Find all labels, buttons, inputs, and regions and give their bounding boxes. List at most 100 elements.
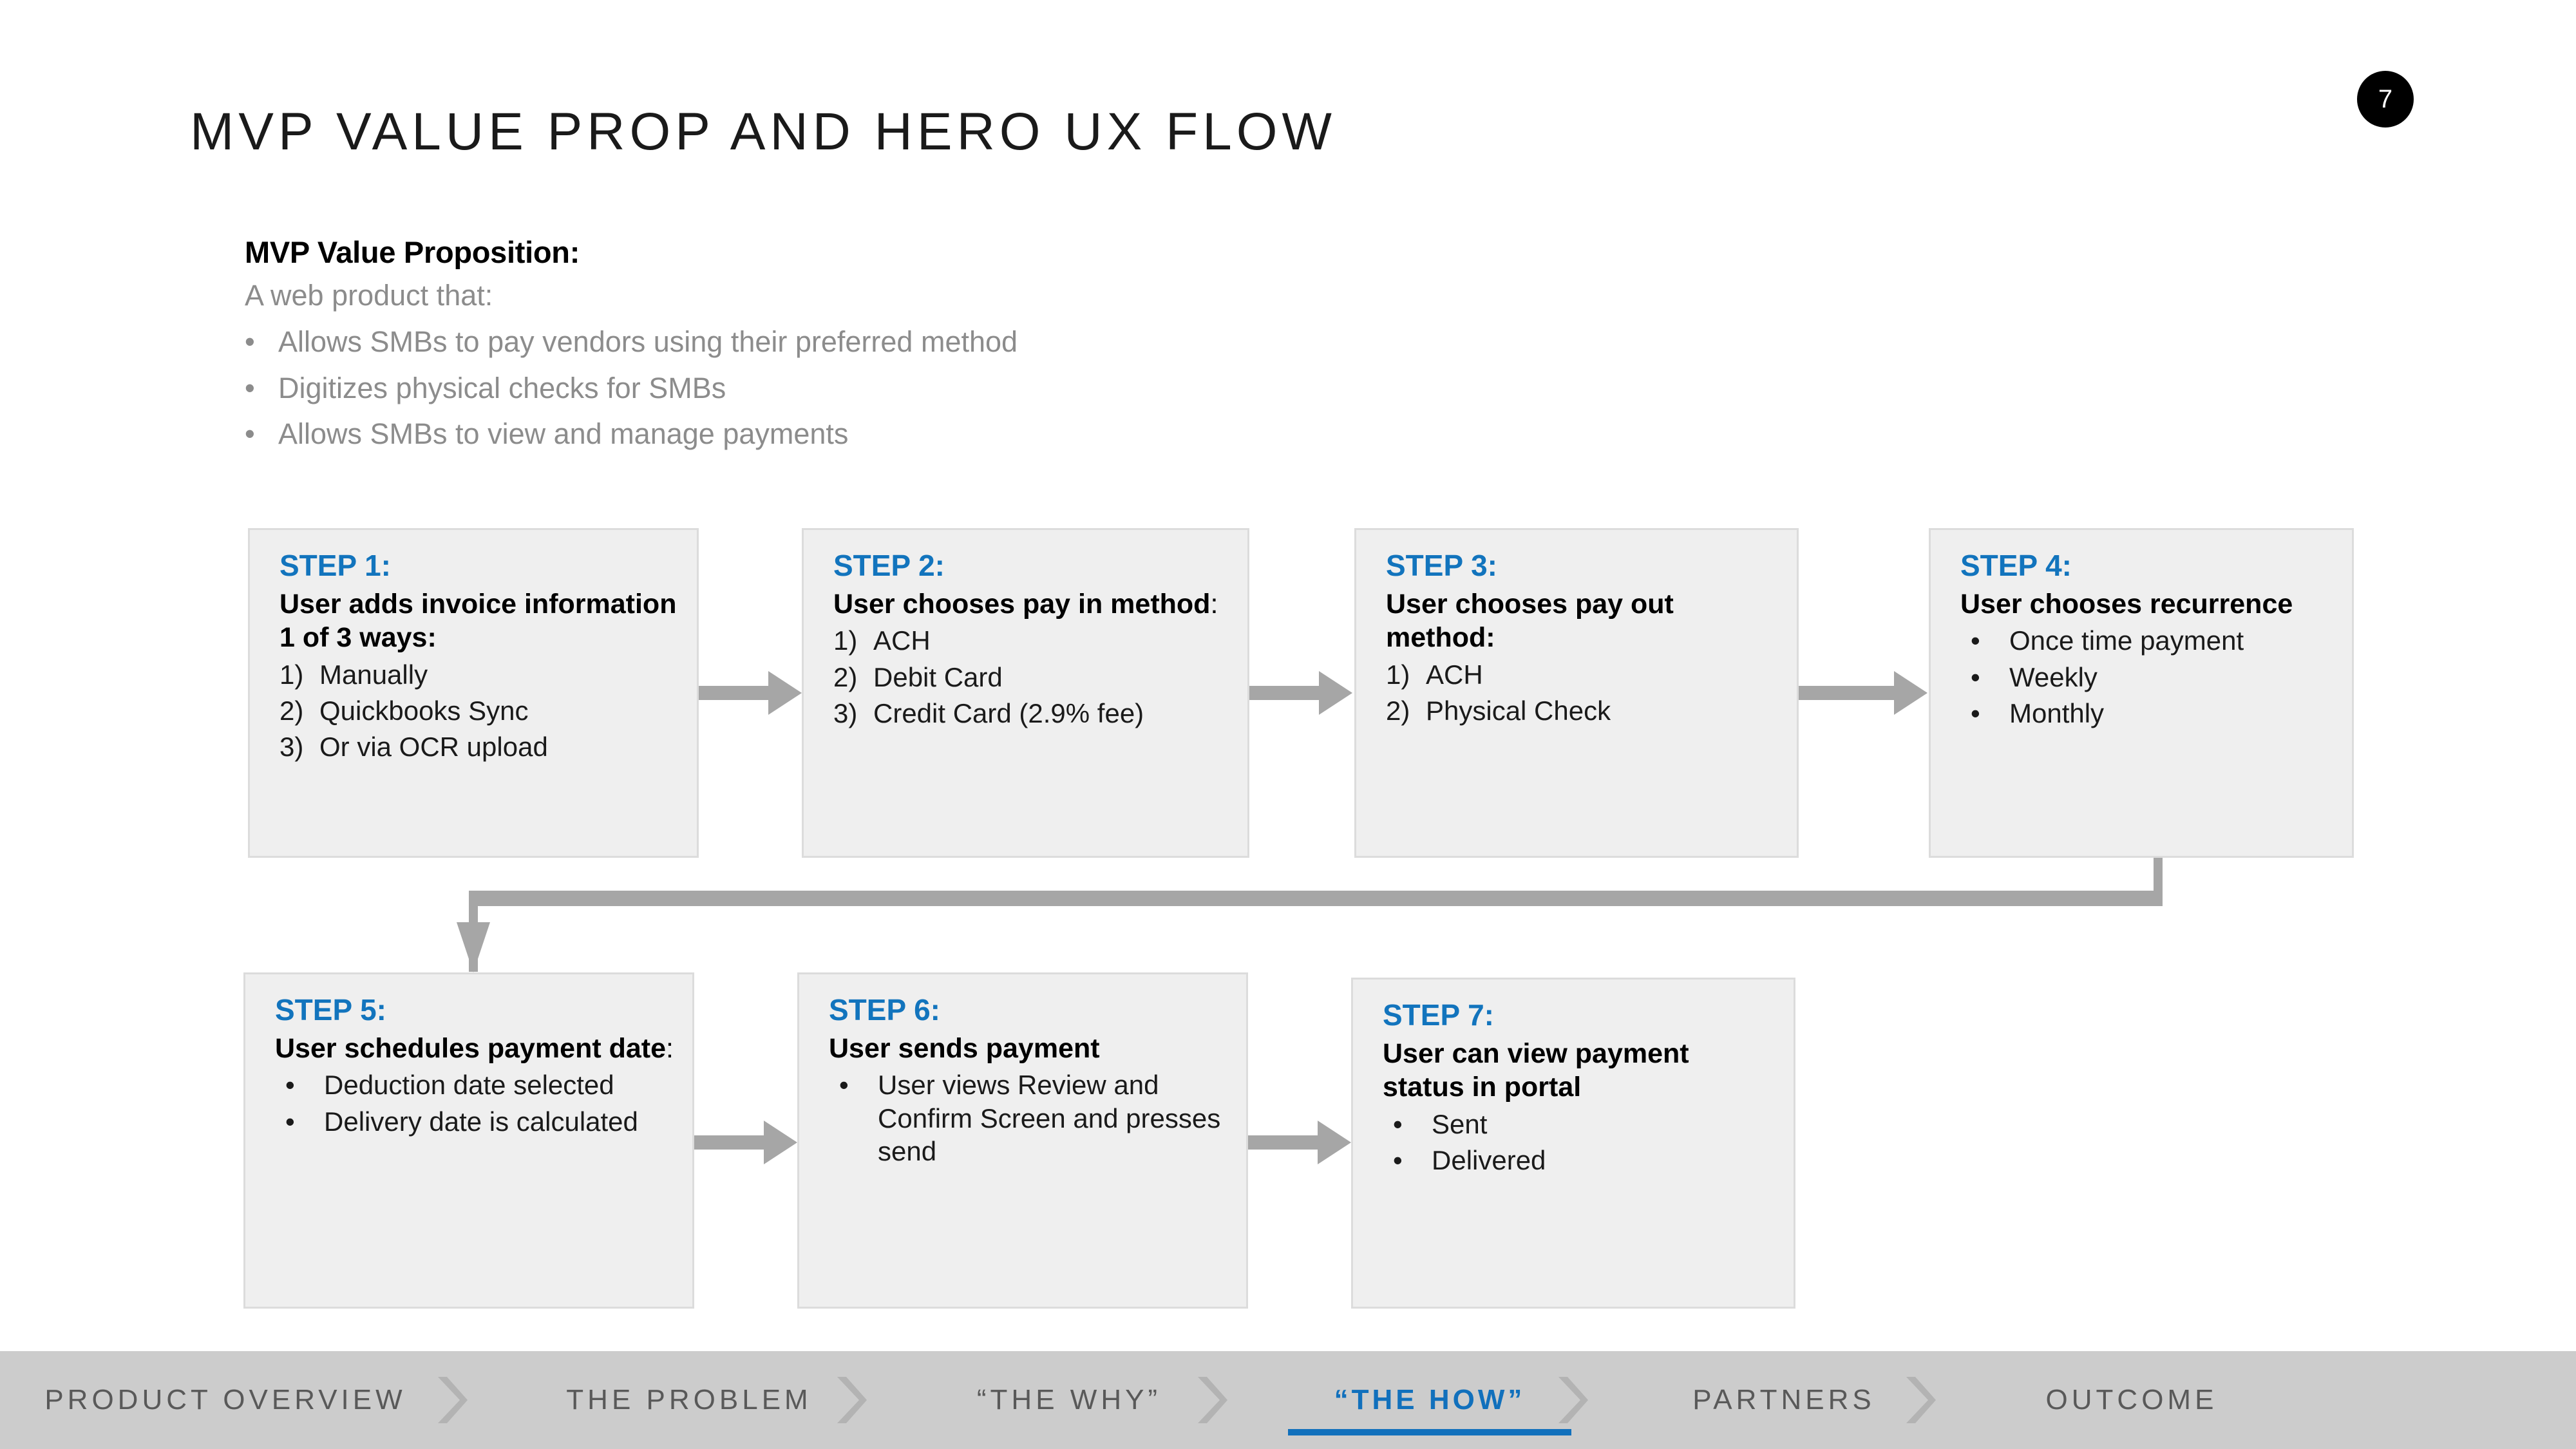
list-item: 1) Manually xyxy=(279,658,697,691)
arrow-head-icon xyxy=(1894,671,1927,715)
nav-item-outcome[interactable]: OUTCOME xyxy=(1996,1384,2267,1416)
bullet-icon: • xyxy=(285,1070,295,1101)
list-marker: 1) xyxy=(279,659,304,690)
list-item: 3)Credit Card (2.9% fee) xyxy=(833,697,1247,730)
nav-item-product-overview[interactable]: PRODUCT OVERVIEW xyxy=(0,1384,451,1416)
list-item: • Sent xyxy=(1383,1108,1794,1141)
bullet-text: Digitizes physical checks for SMBs xyxy=(278,371,726,404)
step-7-heading: STEP 7: xyxy=(1383,998,1494,1032)
step-1-list: 1) Manually 2)Quickbooks Sync 3) Or via OC… xyxy=(279,658,697,764)
step-box-7: STEP 7: User can view payment status in … xyxy=(1351,978,1795,1309)
list-marker: 2) xyxy=(833,661,858,692)
list-item: 2) Debit Card xyxy=(833,661,1247,694)
nav-label: OUTCOME xyxy=(2045,1384,2218,1416)
list-item: 2)Quickbooks Sync xyxy=(279,694,697,727)
step-6-title-text: User sends payment xyxy=(829,1032,1100,1064)
step-2-title-colon: : xyxy=(1210,588,1218,620)
step-box-2: STEP 2: User chooses pay in method: 1) AC… xyxy=(802,528,1249,858)
step-box-4: STEP 4: User chooses recurrence •Once ti… xyxy=(1929,528,2354,858)
page-number-badge: 7 xyxy=(2357,71,2414,128)
page-title: MVP VALUE PROP AND HERO UX FLOW xyxy=(190,102,1336,161)
list-item: •Once time payment xyxy=(1960,624,2352,657)
arrow-step3-to-step4 xyxy=(1799,686,1894,700)
connector-step4-vertical xyxy=(2154,858,2163,900)
step-box-1: STEP 1: User adds invoice information 1 … xyxy=(248,528,699,858)
bottom-navigation-bar: PRODUCT OVERVIEW THE PROBLEM “THE WHY” “… xyxy=(0,1351,2576,1449)
list-marker: 3) xyxy=(279,732,304,762)
step-box-6: STEP 6: User sends payment •User views R… xyxy=(797,972,1248,1309)
step-1-title-text: User adds invoice information 1 of 3 way… xyxy=(279,588,677,654)
arrow-step5-to-step6 xyxy=(694,1135,764,1150)
bullet-icon: • xyxy=(245,371,255,404)
step-5-heading: STEP 5: xyxy=(275,993,386,1027)
list-item-text: Monthly xyxy=(2009,697,2105,728)
arrow-step1-to-step2 xyxy=(699,686,771,700)
list-item-text: Sent xyxy=(1432,1108,1488,1139)
list-item-text: Quickbooks Sync xyxy=(319,696,529,726)
step-box-5: STEP 5: User schedules payment date: •De… xyxy=(243,972,694,1309)
nav-item-the-problem[interactable]: THE PROBLEM xyxy=(528,1384,850,1416)
bullet-icon: • xyxy=(1393,1145,1403,1176)
step-5-list: • Deduction date selected •Delivery date … xyxy=(275,1068,692,1137)
list-item: 1) ACH xyxy=(833,624,1247,657)
nav-label: PRODUCT OVERVIEW xyxy=(44,1384,406,1416)
arrow-head-icon xyxy=(1318,1121,1351,1164)
list-marker: 1) xyxy=(833,625,858,656)
arrow-head-icon xyxy=(768,671,802,715)
list-item: •Monthly xyxy=(1960,697,2352,730)
nav-item-the-how[interactable]: “THE HOW” xyxy=(1288,1384,1571,1435)
step-5-title: User schedules payment date: xyxy=(275,1032,692,1065)
step-5-title-colon: : xyxy=(666,1032,674,1064)
arrow-head-icon xyxy=(457,922,490,972)
arrow-step2-to-step3 xyxy=(1249,686,1320,700)
list-item-text: Manually xyxy=(319,659,428,690)
step-4-title-text: User chooses recurrence xyxy=(1960,588,2293,620)
list-item-text: User views Review and Confirm Screen and… xyxy=(878,1070,1221,1166)
nav-label: “THE HOW” xyxy=(1334,1384,1526,1416)
list-item-text: Delivered xyxy=(1432,1145,1546,1176)
list-item: 1)ACH xyxy=(1386,658,1797,691)
bullet-text: Allows SMBs to view and manage payments xyxy=(278,417,849,451)
nav-item-partners[interactable]: PARTNERS xyxy=(1649,1384,1919,1416)
step-6-heading: STEP 6: xyxy=(829,993,940,1027)
bullet-icon: • xyxy=(245,325,255,358)
nav-item-the-why[interactable]: “THE WHY” xyxy=(927,1384,1211,1416)
arrow-head-icon xyxy=(764,1121,797,1164)
step-1-title: User adds invoice information 1 of 3 way… xyxy=(279,587,697,655)
list-item-text: Credit Card (2.9% fee) xyxy=(873,697,1144,728)
list-item-text: ACH xyxy=(873,625,931,656)
connector-step4-horizontal xyxy=(469,891,2163,906)
nav-label: “THE WHY” xyxy=(976,1384,1162,1416)
nav-label: THE PROBLEM xyxy=(566,1384,812,1416)
list-item-text: Deduction date selected xyxy=(324,1070,614,1101)
list-item: •Delivery date is calculated xyxy=(275,1105,692,1138)
value-proposition-bullet: • Allows SMBs to pay vendors using their… xyxy=(245,325,1533,359)
step-6-list: •User views Review and Confirm Screen an… xyxy=(829,1068,1246,1168)
list-marker: 2) xyxy=(1386,696,1410,726)
bullet-text: Allows SMBs to pay vendors using their p… xyxy=(278,325,1018,358)
list-item-text: Physical Check xyxy=(1426,696,1611,726)
list-item-text: Debit Card xyxy=(873,661,1003,692)
list-item: • Delivered xyxy=(1383,1144,1794,1177)
list-item-text: Delivery date is calculated xyxy=(324,1106,638,1137)
bullet-icon: • xyxy=(1393,1108,1403,1139)
value-proposition-bullet: • Digitizes physical checks for SMBs xyxy=(245,372,1533,405)
step-1-heading: STEP 1: xyxy=(279,549,391,582)
step-2-list: 1) ACH 2) Debit Card 3)Credit Card (2.9% f… xyxy=(833,624,1247,730)
nav-label: PARTNERS xyxy=(1692,1384,1875,1416)
list-item-text: Or via OCR upload xyxy=(319,732,548,762)
step-4-heading: STEP 4: xyxy=(1960,549,2072,582)
active-nav-underline xyxy=(1288,1429,1571,1435)
step-7-title-text: User can view payment status in portal xyxy=(1383,1037,1689,1103)
list-item-text: ACH xyxy=(1426,659,1483,690)
step-5-title-text: User schedules payment date xyxy=(275,1032,667,1064)
page-number-text: 7 xyxy=(2378,84,2393,113)
step-4-list: •Once time payment •Weekly •Monthly xyxy=(1960,624,2352,730)
step-2-title-text: User chooses pay in method xyxy=(833,588,1211,620)
list-item-text: Weekly xyxy=(2009,661,2098,692)
list-item: 2) Physical Check xyxy=(1386,694,1797,727)
step-3-heading: STEP 3: xyxy=(1386,549,1497,582)
step-3-title-text: User chooses pay out method: xyxy=(1386,588,1674,654)
list-item: 3) Or via OCR upload xyxy=(279,730,697,763)
step-2-heading: STEP 2: xyxy=(833,549,945,582)
